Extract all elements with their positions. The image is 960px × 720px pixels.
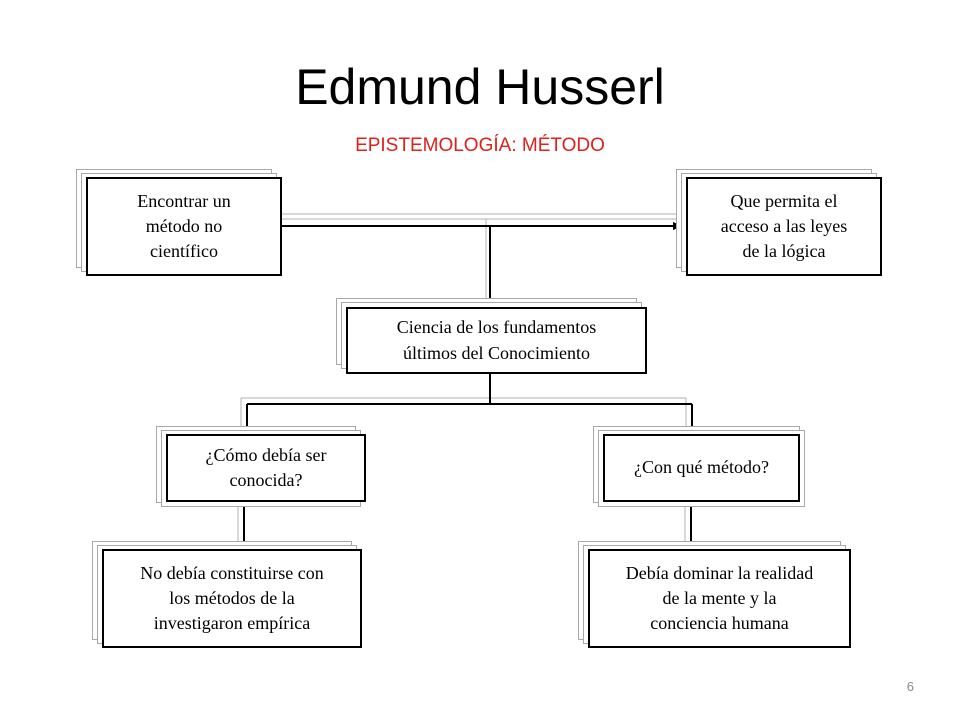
slide-subtitle: EPISTEMOLOGÍA: MÉTODO <box>355 135 605 156</box>
node-which-method: ¿Con qué método? <box>603 434 800 502</box>
node-not-empirical: No debía constituirse con los métodos de… <box>102 549 362 648</box>
node-logic-laws: Que permita el acceso a las leyes de la … <box>686 177 882 276</box>
slide-title: Edmund Husserl <box>295 59 665 115</box>
node-science-foundations: Ciencia de los fundamentos últimos del C… <box>346 307 647 374</box>
page-number: 6 <box>906 679 914 694</box>
node-find-method: Encontrar un método no científico <box>86 177 282 276</box>
node-mind-reality: Debía dominar la realidad de la mente y … <box>588 549 851 648</box>
node-how-known: ¿Cómo debía ser conocida? <box>166 434 366 502</box>
